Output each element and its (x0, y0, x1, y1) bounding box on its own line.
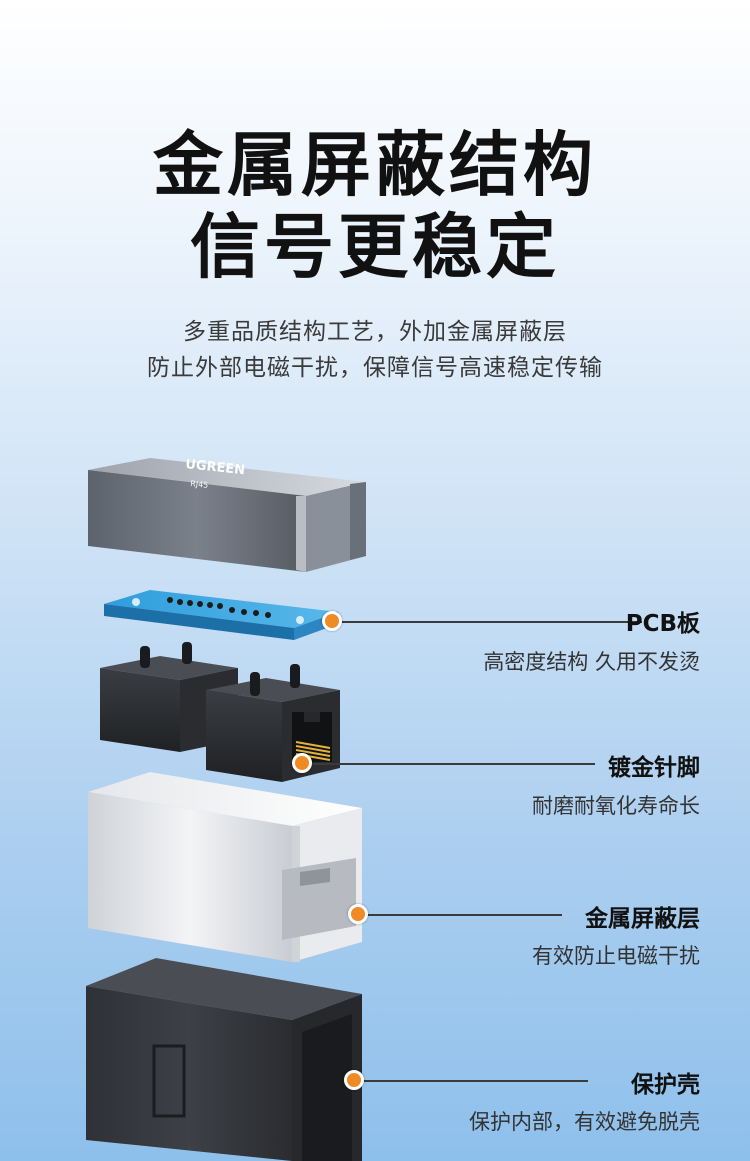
callout-desc-shell: 保护内部，有效避免脱壳 (469, 1110, 700, 1134)
pcb-board (104, 590, 338, 640)
callout-dot-pcb (322, 611, 342, 631)
callout-line-gold-pins (305, 763, 595, 765)
callout-desc-metal-shield: 有效防止电磁干扰 (532, 944, 700, 968)
callout-desc-gold-pins: 耐磨耐氧化寿命长 (532, 794, 700, 818)
headline-line-2: 信号更稳定 (190, 206, 560, 288)
callout-desc-pcb: 高密度结构 久用不发烫 (483, 650, 700, 674)
callout-title-gold-pins: 镀金针脚 (608, 755, 700, 781)
callout-line-shell (358, 1080, 588, 1082)
rj45-jack-blocks (100, 642, 340, 782)
callout-line-pcb (332, 621, 642, 623)
callout-dot-metal-shield (348, 904, 368, 924)
protective-shell (86, 958, 362, 1161)
callout-title-shell: 保护壳 (631, 1072, 700, 1098)
metal-shield-layer (88, 772, 362, 962)
model-text: RJ45 (190, 479, 209, 490)
callout-dot-shell (344, 1070, 364, 1090)
callout-title-pcb: PCB板 (625, 611, 700, 637)
subtitle-line-1: 多重品质结构工艺，外加金属屏蔽层 (183, 319, 567, 345)
subtitle-line-2: 防止外部电磁干扰，保障信号高速稳定传输 (147, 355, 603, 381)
brand-logo: UGREEN (185, 457, 246, 478)
metal-top-cap: UGREEN RJ45 (88, 457, 366, 572)
callout-dot-gold-pins (292, 753, 312, 773)
callout-title-metal-shield: 金属屏蔽层 (585, 906, 700, 932)
headline-line-1: 金属屏蔽结构 (153, 124, 597, 206)
callout-line-metal-shield (362, 914, 562, 916)
